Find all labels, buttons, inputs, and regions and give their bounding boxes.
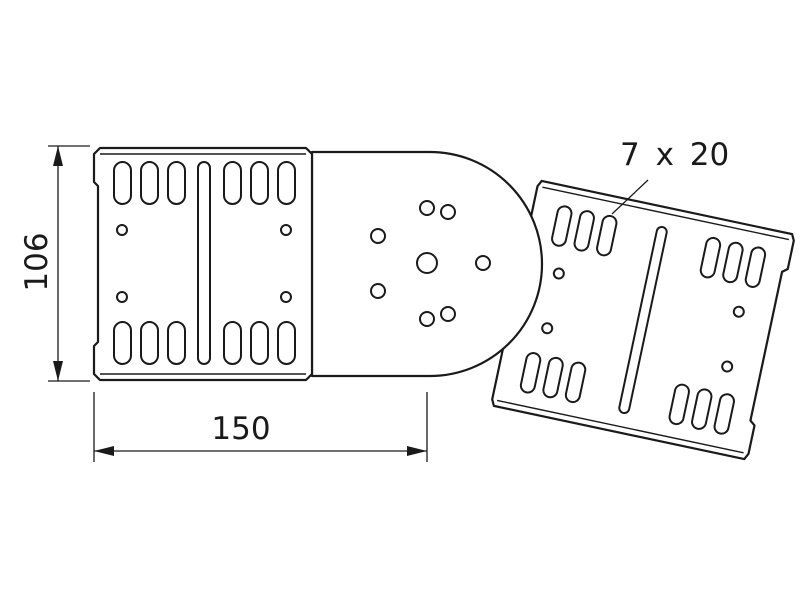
- slot-callout: 7 x 20: [611, 137, 729, 215]
- slot: [113, 161, 132, 205]
- angled-plate-slots-top: [551, 205, 767, 288]
- slot: [713, 393, 735, 435]
- mount-hole: [280, 291, 292, 303]
- slot: [551, 205, 573, 247]
- slot: [573, 210, 595, 252]
- bolt-hole: [419, 311, 435, 327]
- slot: [167, 161, 186, 205]
- pivot-hole: [416, 252, 438, 274]
- mount-hole: [552, 267, 565, 280]
- mount-hole: [116, 224, 128, 236]
- bolt-hole: [475, 255, 491, 271]
- mount-hole: [541, 322, 554, 335]
- slot-size-label: 7 x 20: [620, 137, 729, 173]
- slot: [167, 321, 186, 365]
- angled-plate-slots-bottom: [519, 352, 735, 435]
- slot: [223, 321, 242, 365]
- left-plate-slots-top: [113, 161, 296, 205]
- slot: [113, 321, 132, 365]
- mount-hole: [280, 224, 292, 236]
- bolt-hole: [440, 306, 456, 322]
- slot: [691, 388, 713, 430]
- bolt-hole: [370, 228, 386, 244]
- slot: [223, 161, 242, 205]
- slot: [744, 246, 767, 288]
- center-long-slot: [618, 225, 668, 415]
- angled-plate: [491, 179, 795, 461]
- mount-hole: [721, 360, 734, 373]
- left-plate-slots-bottom: [113, 321, 296, 365]
- slot: [668, 383, 690, 426]
- slot: [250, 161, 269, 205]
- pivot-hub: [310, 150, 544, 378]
- height-dimension: 106: [19, 145, 90, 382]
- slot: [542, 356, 564, 399]
- height-label: 106: [19, 232, 55, 291]
- left-plate: [92, 146, 314, 382]
- bolt-hole: [370, 283, 386, 299]
- width-dimension: 150: [93, 392, 428, 462]
- width-label: 150: [211, 411, 270, 447]
- mount-hole: [116, 291, 128, 303]
- slot: [277, 321, 296, 365]
- slot: [250, 321, 269, 365]
- slot: [140, 321, 159, 365]
- slot: [596, 214, 618, 257]
- bolt-hole: [440, 204, 456, 220]
- slot: [722, 241, 744, 284]
- bolt-hole: [419, 200, 435, 216]
- slot: [564, 361, 587, 404]
- slot: [519, 352, 542, 394]
- slot: [140, 161, 159, 205]
- mount-hole: [732, 305, 745, 318]
- center-long-slot: [197, 161, 211, 365]
- slot: [277, 161, 296, 205]
- slot: [699, 236, 722, 279]
